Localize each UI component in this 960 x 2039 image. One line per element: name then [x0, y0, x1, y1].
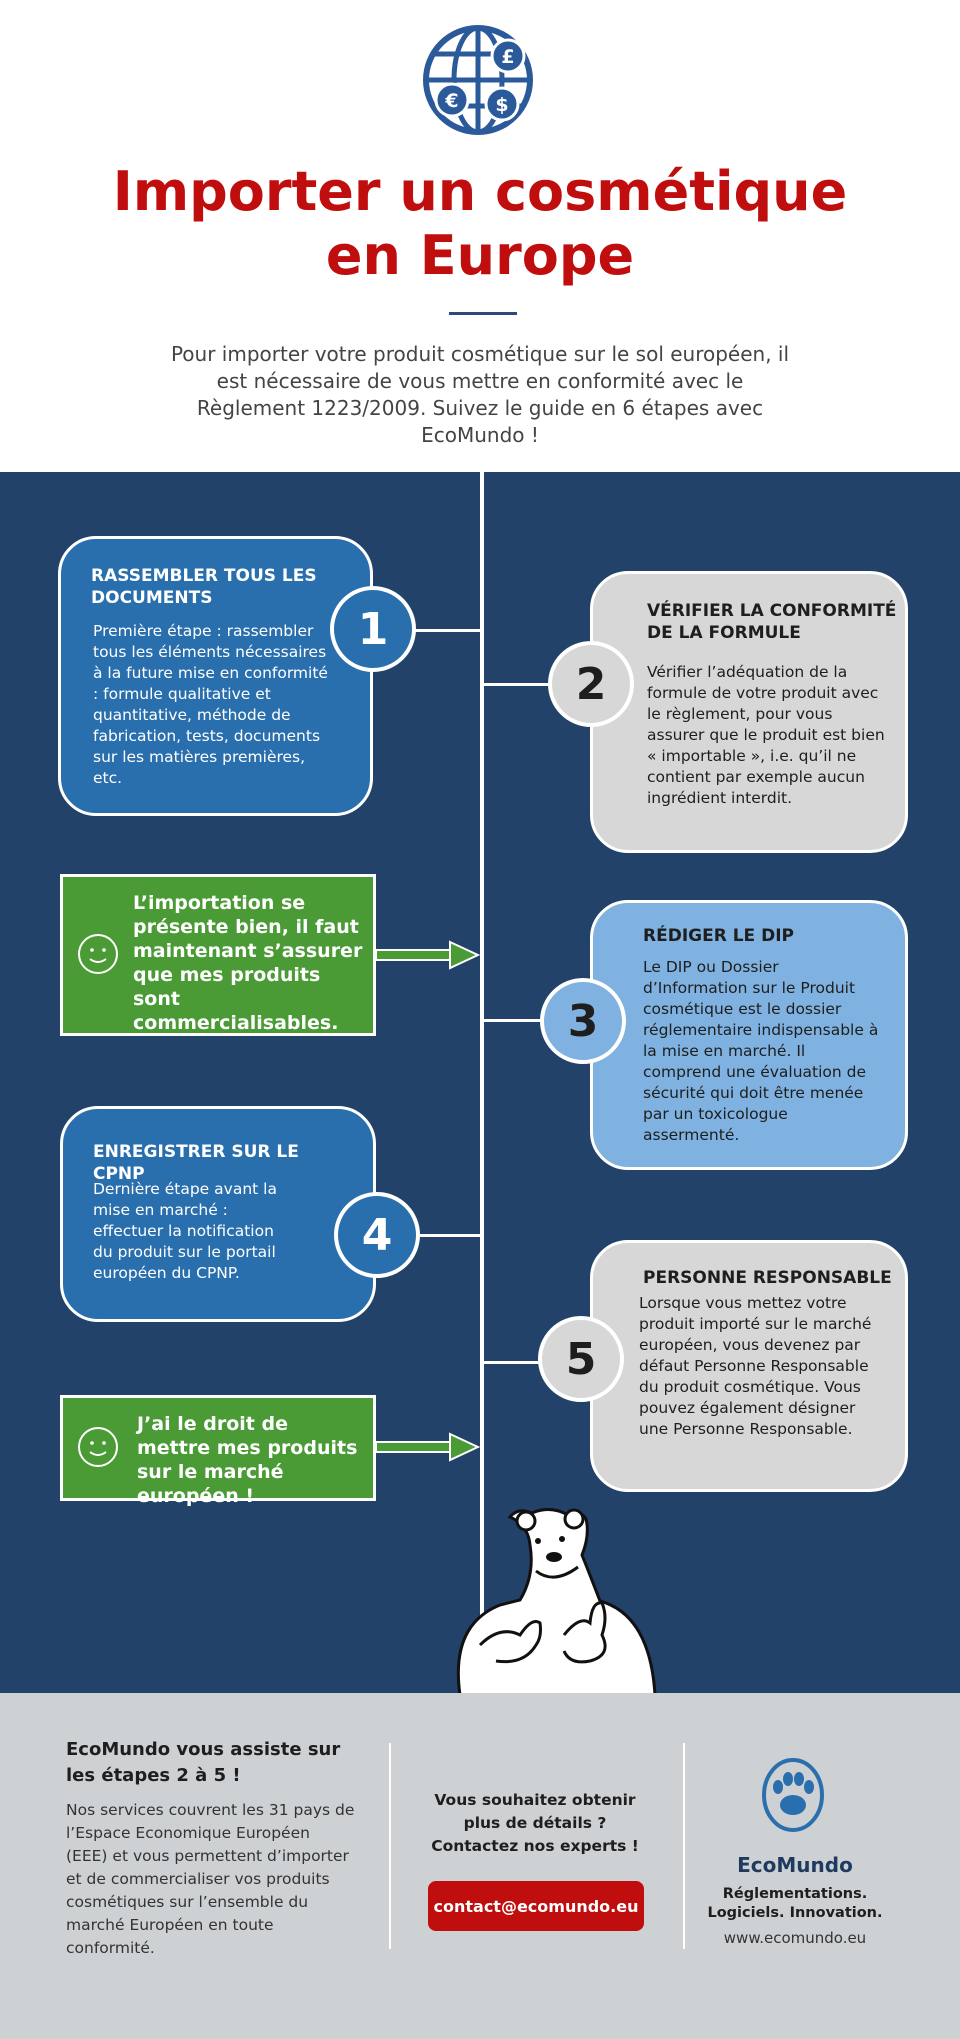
step-text: Le DIP ou Dossier d’Information sur le P…	[643, 958, 879, 1144]
svg-text:€: €	[444, 90, 458, 112]
step-text: Vérifier l’adéquation de la formule de v…	[647, 663, 885, 807]
arrow-right-icon	[376, 940, 480, 970]
header: £ € $ Importer un cosmétique en Europe P…	[0, 0, 960, 472]
svg-text:£: £	[501, 46, 514, 68]
footer-left-text: Nos services couvrent les 31 pays de l’E…	[66, 1801, 355, 1957]
step-title: VÉRIFIER LA CONFORMITÉ DE LA FORMULE	[647, 601, 897, 643]
step-number-4: 4	[334, 1192, 420, 1278]
footer-divider	[683, 1743, 685, 1949]
title-divider	[449, 312, 517, 315]
footer-contact-prompt: Vous souhaitez obtenir plus de détails ?…	[431, 1791, 639, 1855]
step-text: Lorsque vous mettez votre produit import…	[639, 1294, 872, 1438]
footer-brand: EcoMundo	[737, 1853, 853, 1877]
footer-divider	[389, 1743, 391, 1949]
callout-box-2: J’ai le droit de mettre mes produits sur…	[60, 1395, 376, 1507]
footer-tagline: Réglementations. Logiciels. Innovation.	[707, 1886, 883, 1921]
page-title: Importer un cosmétique en Europe	[80, 160, 880, 288]
footer-left-title: EcoMundo vous assiste sur les étapes 2 à…	[66, 1739, 341, 1786]
step-card-2: VÉRIFIER LA CONFORMITÉ DE LA FORMULE Vér…	[590, 571, 908, 853]
step-number-3: 3	[540, 978, 626, 1064]
footer-url[interactable]: www.ecomundo.eu	[723, 1929, 867, 1947]
globe-currency-icon: £ € $	[423, 25, 533, 135]
connector-1	[414, 629, 482, 632]
connector-2	[482, 683, 550, 686]
step-text: Dernière étape avant la mise en marché :…	[93, 1180, 277, 1282]
connector-3	[482, 1019, 540, 1022]
step-card-4: ENREGISTRER SUR LE CPNP Dernière étape a…	[60, 1106, 376, 1322]
callout-text: J’ai le droit de mettre mes produits sur…	[137, 1413, 358, 1507]
connector-4	[420, 1234, 482, 1237]
step-card-3: RÉDIGER LE DIP Le DIP ou Dossier d’Infor…	[590, 900, 908, 1170]
title-line-2: en Europe	[325, 224, 635, 287]
polar-bear-mascot	[456, 1508, 657, 1695]
connector-5	[482, 1361, 542, 1364]
callout-box-1: L’importation se présente bien, il faut …	[60, 874, 376, 1036]
title-line-1: Importer un cosmétique	[112, 160, 848, 223]
step-text: Première étape : rassembler tous les élé…	[93, 622, 328, 787]
step-title: PERSONNE RESPONSABLE	[643, 1268, 892, 1288]
callout-text: L’importation se présente bien, il faut …	[133, 892, 363, 1034]
intro-text: Pour importer votre produit cosmétique s…	[170, 342, 790, 447]
smiley-icon	[78, 1427, 118, 1467]
footer: EcoMundo vous assiste sur les étapes 2 à…	[0, 1693, 960, 2039]
step-title: RÉDIGER LE DIP	[643, 926, 794, 946]
step-title: RASSEMBLER TOUS LES DOCUMENTS	[91, 566, 317, 608]
contact-email-button[interactable]: contact@ecomundo.eu	[428, 1881, 644, 1931]
paw-logo-icon	[762, 1758, 824, 1832]
arrow-right-icon	[376, 1432, 480, 1462]
step-card-1: RASSEMBLER TOUS LES DOCUMENTS Première é…	[58, 536, 373, 816]
step-number-5: 5	[538, 1316, 624, 1402]
smiley-icon	[78, 934, 118, 974]
step-card-5: PERSONNE RESPONSABLE Lorsque vous mettez…	[590, 1240, 908, 1492]
step-title: ENREGISTRER SUR LE CPNP	[93, 1142, 299, 1184]
svg-text:$: $	[495, 94, 508, 116]
step-number-2: 2	[548, 641, 634, 727]
timeline-spine	[480, 472, 484, 1693]
step-number-1: 1	[330, 586, 416, 672]
